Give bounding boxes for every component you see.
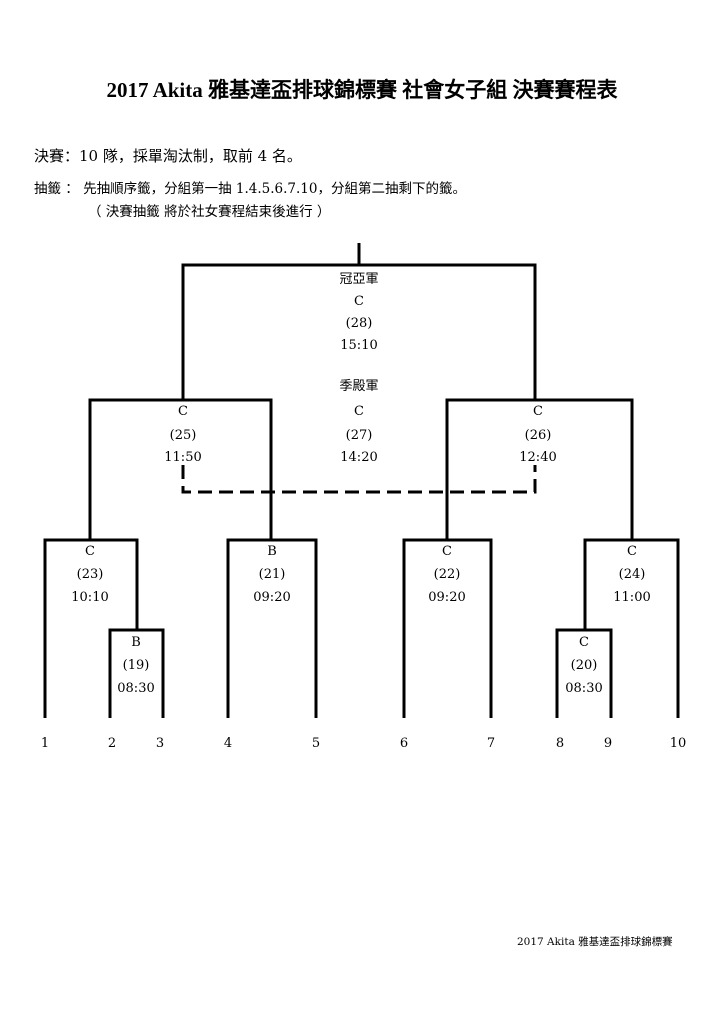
match-number: (26) [525, 428, 552, 443]
seed-number: 10 [670, 736, 687, 751]
match-time: 08:30 [117, 681, 154, 696]
draw-note: （ 決賽抽籤 將於社女賽程結束後進行 ） [88, 204, 331, 220]
match-22: C (22) 09:20 [428, 544, 465, 605]
match-21: B (21) 09:20 [253, 544, 290, 605]
match-number: (19) [123, 658, 150, 673]
match-time: 10:10 [71, 590, 108, 605]
match-third-place: 季殿軍 C (27) 14:20 [339, 379, 378, 465]
match-court: C [627, 544, 637, 559]
match-court: B [267, 544, 277, 559]
match-court: B [131, 635, 141, 650]
third-place-label: 季殿軍 [339, 379, 378, 394]
match-time: 12:40 [519, 450, 556, 465]
match-time: 11:00 [613, 590, 650, 605]
match-court: C [579, 635, 589, 650]
match-19: B (19) 08:30 [117, 635, 154, 696]
match-court: C [442, 544, 452, 559]
match-court: C [533, 404, 543, 419]
seed-number: 5 [312, 736, 320, 751]
match-number: (28) [346, 316, 373, 331]
match-time: 11:50 [164, 450, 201, 465]
match-court: C [354, 294, 364, 309]
match-court: C [354, 404, 364, 419]
match-number: (24) [619, 567, 646, 582]
seed-numbers: 1 2 3 4 5 6 7 8 9 10 [41, 736, 686, 751]
match-time: 09:20 [253, 590, 290, 605]
seed-number: 6 [400, 736, 408, 751]
match-number: (20) [571, 658, 598, 673]
match-number: (21) [259, 567, 286, 582]
match-court: C [178, 404, 188, 419]
match-number: (25) [170, 428, 197, 443]
bracket-lines [43, 243, 680, 718]
match-court: C [85, 544, 95, 559]
seed-number: 8 [556, 736, 564, 751]
seed-number: 9 [604, 736, 612, 751]
match-number: (27) [346, 428, 373, 443]
match-number: (23) [77, 567, 104, 582]
page-title: 2017 Akita 雅基達盃排球錦標賽 社會女子組 決賽賽程表 [106, 78, 618, 102]
seed-number: 3 [156, 736, 164, 751]
format-rule: 決賽：10 隊，採單淘汰制，取前 4 名。 [34, 147, 302, 165]
seed-number: 2 [108, 736, 116, 751]
match-number: (22) [434, 567, 461, 582]
match-time: 15:10 [340, 338, 377, 353]
final-label: 冠亞軍 [339, 272, 378, 287]
match-23: C (23) 10:10 [71, 544, 108, 605]
page-footer: 2017 Akita 雅基達盃排球錦標賽 [517, 936, 673, 948]
draw-rule: 抽籤 ： 先抽順序籤，分組第一抽 1.4.5.6.7.10，分組第二抽剩下的籤。 [34, 181, 466, 197]
seed-number: 1 [41, 736, 49, 751]
seed-number: 4 [224, 736, 232, 751]
match-time: 09:20 [428, 590, 465, 605]
match-final: 冠亞軍 C (28) 15:10 [339, 272, 378, 353]
match-24: C (24) 11:00 [613, 544, 650, 605]
match-25: C (25) 11:50 [164, 404, 201, 465]
match-time: 14:20 [340, 450, 377, 465]
seed-number: 7 [487, 736, 495, 751]
match-time: 08:30 [565, 681, 602, 696]
match-20: C (20) 08:30 [565, 635, 602, 696]
match-26: C (26) 12:40 [519, 404, 556, 465]
